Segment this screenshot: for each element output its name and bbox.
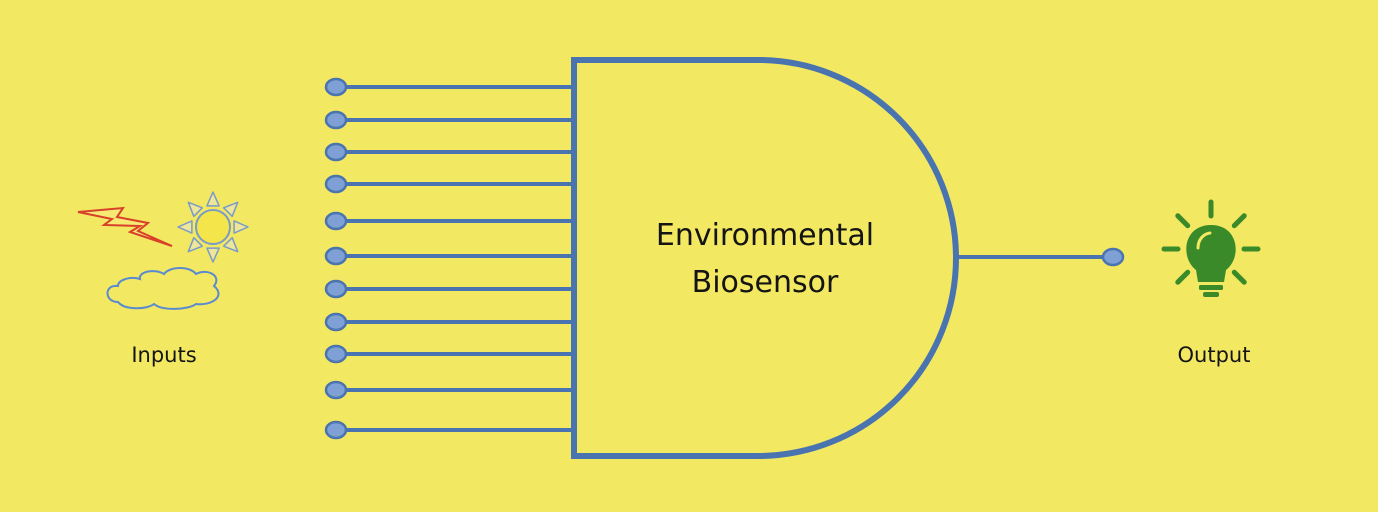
input-terminal — [324, 420, 348, 440]
output-terminal — [1101, 247, 1125, 267]
lightbulb-icon — [1161, 199, 1261, 297]
input-terminal — [324, 279, 348, 299]
input-terminal — [324, 142, 348, 162]
input-terminal — [324, 246, 348, 266]
input-terminal — [324, 110, 348, 130]
input-terminal — [324, 344, 348, 364]
input-wires — [324, 77, 576, 440]
gate-label-line1: Environmental — [656, 218, 874, 253]
cloud-icon — [106, 267, 220, 310]
input-terminal — [324, 77, 348, 97]
output-label: Output — [1178, 343, 1251, 367]
lightning-icon — [77, 206, 173, 247]
sun-icon — [177, 191, 249, 263]
inputs-label: Inputs — [131, 343, 196, 367]
biosensor-gate — [571, 57, 959, 459]
input-terminal — [324, 312, 348, 332]
input-terminal — [324, 174, 348, 194]
input-terminal — [324, 211, 348, 231]
input-terminal — [324, 380, 348, 400]
gate-label-line2: Biosensor — [692, 265, 839, 300]
